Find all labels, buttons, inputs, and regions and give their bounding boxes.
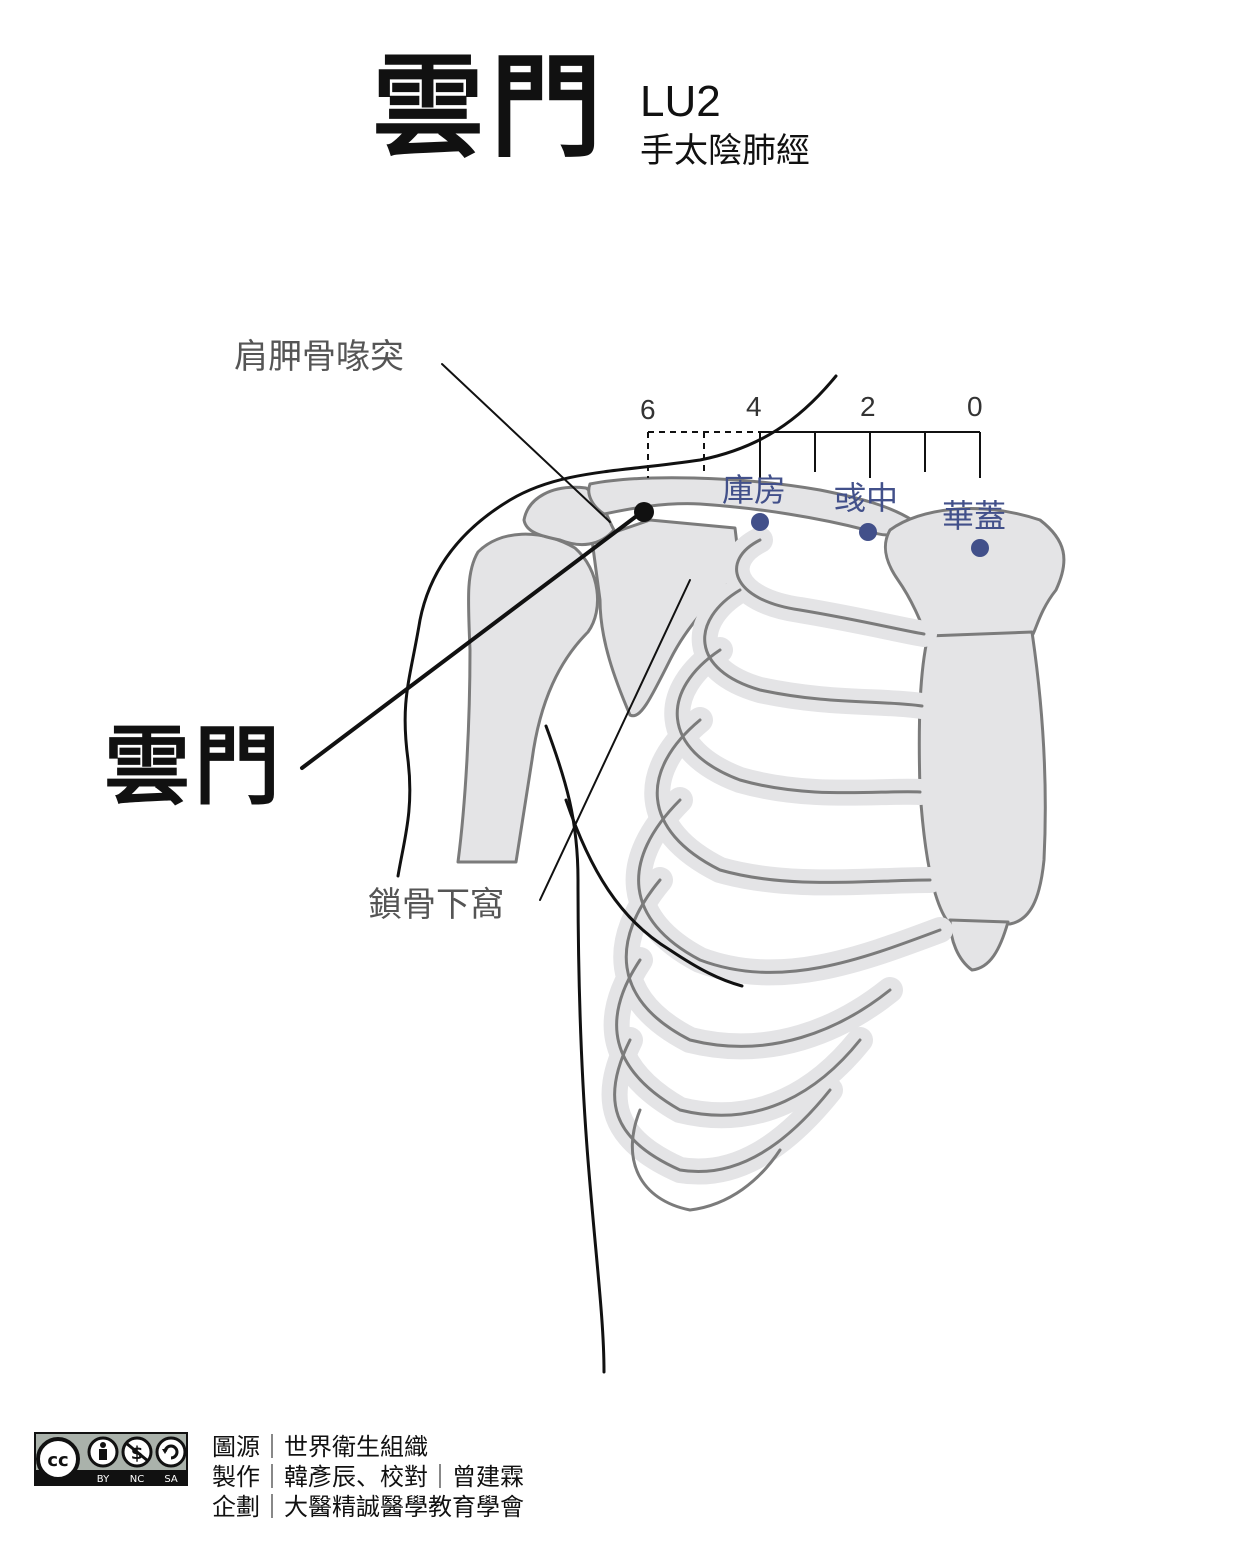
humerus-bone bbox=[456, 532, 599, 864]
rib-outlines bbox=[613, 538, 942, 1212]
credits-block: 圖源｜世界衛生組織 製作｜韓彥辰、校對｜曾建霖 企劃｜大醫精誠醫學教育學會 bbox=[212, 1432, 524, 1522]
scale-tick-label: 4 bbox=[746, 391, 762, 422]
credit-planning: 企劃｜大醫精誠醫學教育學會 bbox=[212, 1493, 524, 1521]
shoulder-outline bbox=[396, 374, 838, 878]
kufang-label: 庫房 bbox=[722, 471, 787, 509]
svg-text:cc: cc bbox=[47, 1450, 68, 1471]
cc-icon: cc bbox=[36, 1437, 80, 1481]
xiphoid-bone bbox=[948, 918, 1010, 972]
point-title: 雲門 bbox=[372, 43, 608, 173]
yunmen-point-marker bbox=[634, 502, 654, 522]
scale-tick-label: 2 bbox=[860, 391, 876, 422]
credit-source: 圖源｜世界衛生組織 bbox=[212, 1433, 428, 1461]
yuzhong-label: 彧中 bbox=[834, 479, 899, 517]
nc-text: NC bbox=[130, 1474, 144, 1485]
by-icon bbox=[87, 1436, 119, 1468]
point-code: LU2 bbox=[640, 77, 721, 126]
scale-tick-label: 6 bbox=[640, 394, 656, 425]
fossa-leader bbox=[539, 579, 691, 901]
coracoid-label: 肩胛骨喙突 bbox=[234, 337, 404, 377]
sa-icon bbox=[155, 1436, 187, 1468]
kufang-point-marker bbox=[751, 513, 769, 531]
scale-tick-label: 0 bbox=[967, 391, 983, 422]
coracoid-leader bbox=[441, 363, 611, 523]
huagai-point-marker bbox=[971, 539, 989, 557]
meridian-name: 手太陰肺經 bbox=[640, 131, 810, 171]
huagai-label: 華蓋 bbox=[942, 497, 1007, 535]
manubrium-bone bbox=[883, 507, 1066, 642]
point-callout-label: 雲門 bbox=[104, 717, 284, 817]
cun-scale bbox=[647, 431, 981, 478]
credit-production: 製作｜韓彥辰、校對｜曾建霖 bbox=[212, 1463, 524, 1491]
sternum-body-bone bbox=[917, 630, 1047, 926]
sa-text: SA bbox=[164, 1474, 178, 1485]
point-leader bbox=[300, 510, 644, 770]
cc-license-badge: cc $ BY NC SA bbox=[34, 1432, 188, 1486]
yuzhong-point-marker bbox=[859, 523, 877, 541]
fossa-label: 鎖骨下窩 bbox=[368, 885, 504, 925]
by-text: BY bbox=[97, 1474, 110, 1485]
chest-curve bbox=[564, 798, 744, 988]
nc-icon: $ bbox=[121, 1436, 153, 1468]
